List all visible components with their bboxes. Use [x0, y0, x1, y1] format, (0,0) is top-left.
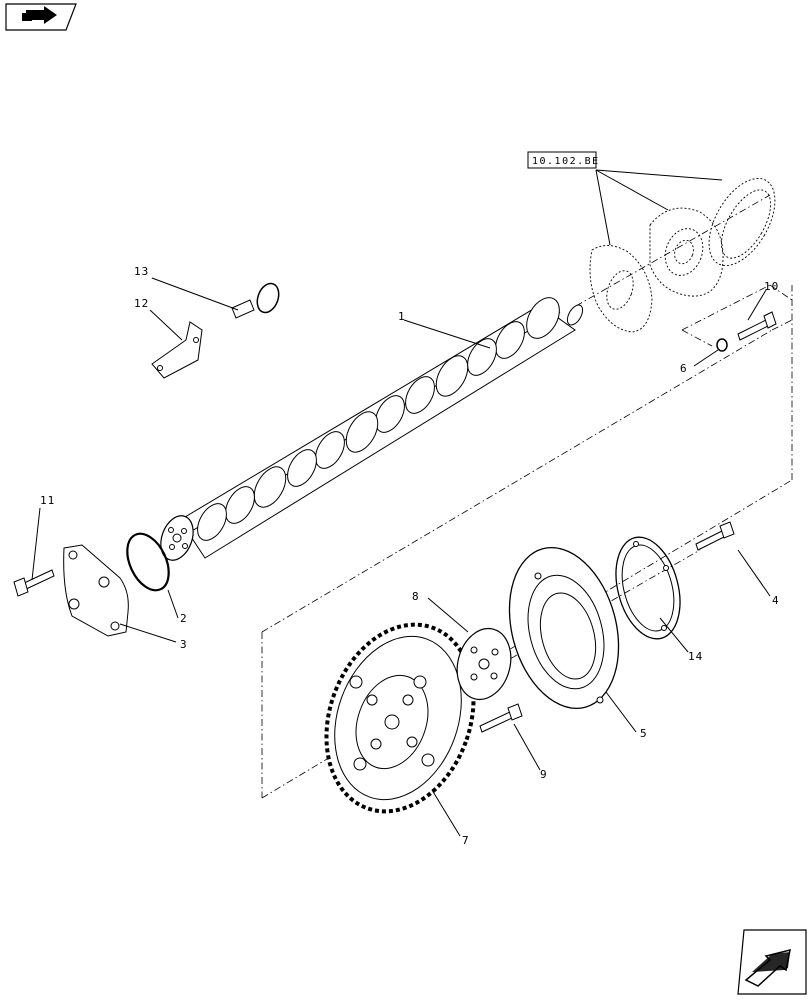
callout-10[interactable]: 10	[764, 280, 779, 293]
bolt-4	[695, 521, 735, 551]
callout-5[interactable]: 5	[640, 727, 648, 740]
callout-2[interactable]: 2	[180, 612, 188, 625]
camshaft	[160, 297, 584, 561]
gear-hub	[456, 627, 512, 701]
back-arrow-icon	[22, 6, 57, 24]
bolt-10	[737, 311, 777, 341]
callout-3[interactable]: 3	[180, 638, 188, 651]
bracket	[151, 321, 203, 379]
leader-7	[431, 789, 461, 837]
bolt-9	[479, 703, 523, 733]
reference-label[interactable]: 10.102.BE	[532, 156, 600, 167]
leader-3	[119, 623, 177, 643]
callout-1[interactable]: 1	[398, 310, 406, 323]
leader-1	[403, 319, 491, 349]
callout-4[interactable]: 4	[772, 594, 780, 607]
reference-box[interactable]	[527, 151, 597, 169]
reference-parts-group	[589, 177, 776, 333]
next-page-button[interactable]	[737, 929, 807, 995]
o-ring	[126, 532, 170, 592]
leader-6	[693, 349, 719, 367]
bolt-11	[13, 569, 55, 597]
callout-7[interactable]: 7	[462, 834, 470, 847]
sensor	[231, 282, 280, 319]
leader-4	[737, 549, 771, 597]
thrust-plate	[508, 547, 620, 709]
leader-8	[427, 597, 469, 633]
reference-leaders	[595, 169, 723, 246]
callout-14[interactable]: 14	[688, 650, 703, 663]
callout-12[interactable]: 12	[134, 297, 149, 310]
washer	[716, 338, 728, 352]
leader-2	[167, 589, 179, 619]
leader-14	[659, 617, 689, 653]
leader-13	[151, 277, 239, 311]
leader-11	[31, 507, 41, 581]
camshaft-axis	[575, 194, 771, 307]
forward-arrow-icon	[744, 948, 791, 987]
callout-6[interactable]: 6	[680, 362, 688, 375]
callout-11[interactable]: 11	[40, 494, 55, 507]
callout-9[interactable]: 9	[540, 768, 548, 781]
retaining-ring	[615, 536, 681, 640]
callout-8[interactable]: 8	[412, 590, 420, 603]
prev-page-button[interactable]	[5, 3, 77, 31]
callout-13[interactable]: 13	[134, 265, 149, 278]
retaining-plate	[63, 544, 129, 637]
camshaft-gear	[324, 622, 476, 814]
leader-5	[605, 691, 637, 733]
leader-12	[149, 309, 183, 341]
leader-10	[747, 289, 767, 321]
leader-9	[513, 723, 541, 771]
